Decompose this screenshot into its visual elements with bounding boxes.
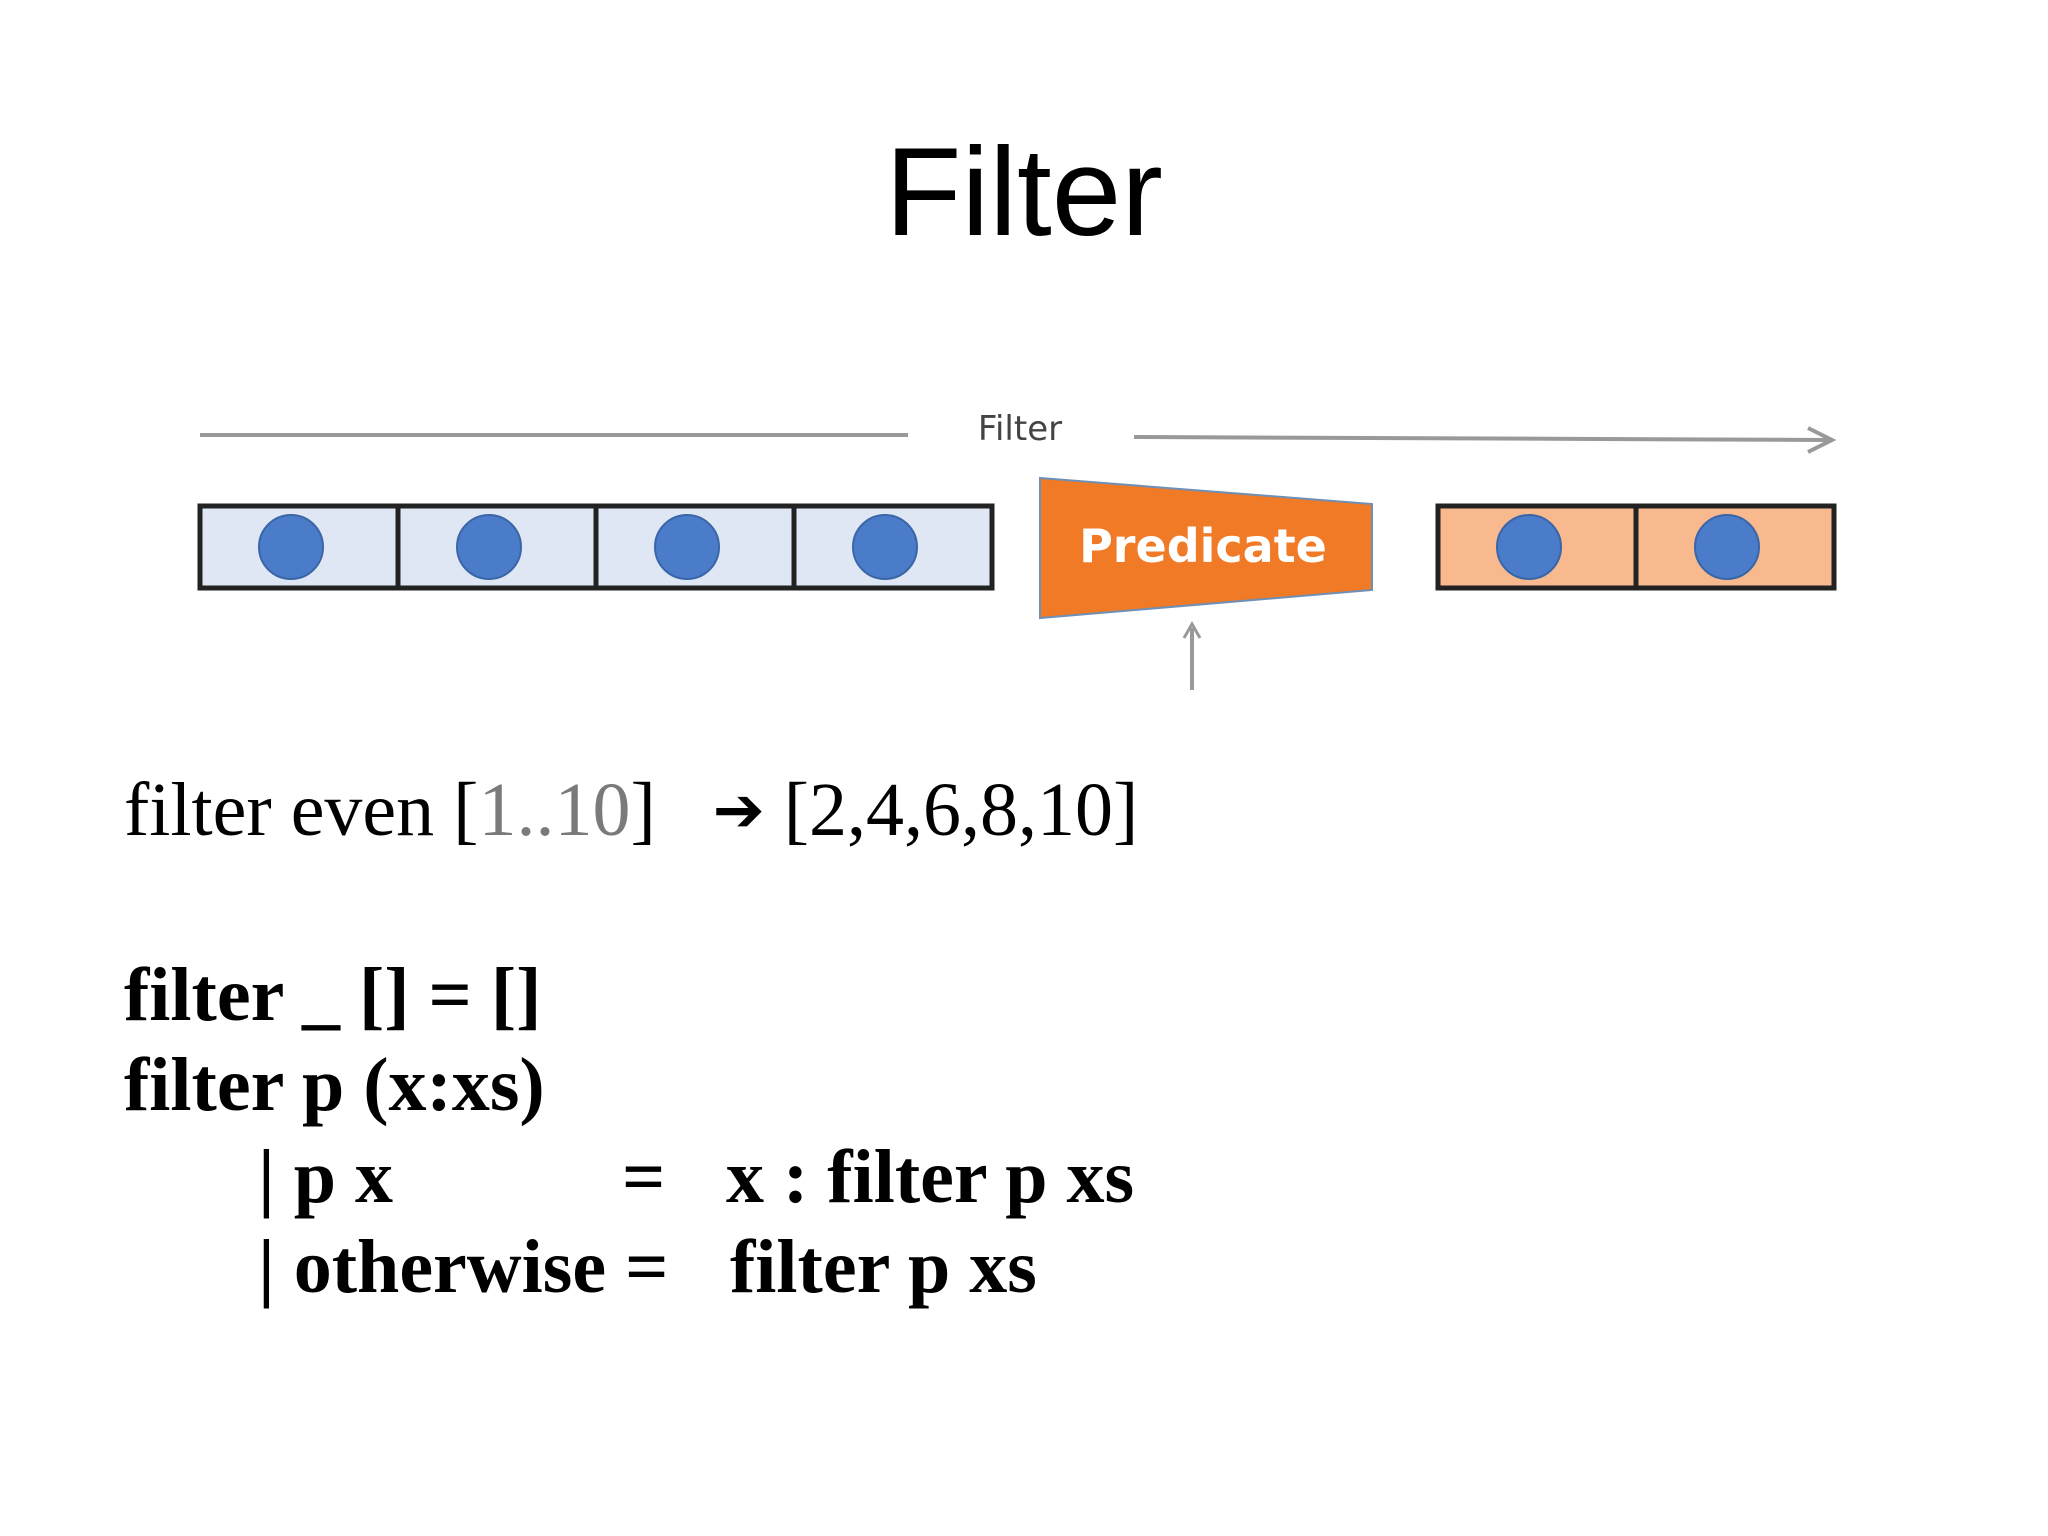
predicate-shape <box>1039 476 1373 620</box>
slide-title: Filter <box>885 123 1163 262</box>
example-line: filter even [1..10] ➔ [2,4,6,8,10] <box>124 765 1138 859</box>
code-guard1-equals: = <box>622 1135 666 1219</box>
flow-line-right <box>1133 435 1831 442</box>
code-guard1-condition: | p x <box>258 1135 394 1219</box>
input-list-ball <box>654 514 720 580</box>
output-list-ball <box>1694 514 1760 580</box>
output-list-ball <box>1496 514 1562 580</box>
code-guard2-condition: | otherwise = <box>258 1225 669 1309</box>
example-result: [2,4,6,8,10] <box>783 768 1139 852</box>
predicate-label: Predicate <box>1079 519 1327 573</box>
flow-arrowhead-icon <box>1807 426 1837 454</box>
example-prefix: filter even [ <box>124 768 479 852</box>
code-line-base-case: filter _ [] = [] <box>124 953 542 1037</box>
code-guard2-expression: filter p xs <box>730 1225 1037 1309</box>
input-list-ball <box>852 514 918 580</box>
input-list <box>197 503 995 591</box>
example-range: 1..10 <box>478 768 631 852</box>
code-guard1-expression: x : filter p xs <box>726 1135 1135 1219</box>
filter-label: Filter <box>978 409 1062 449</box>
input-list-ball <box>258 514 324 580</box>
input-list-ball <box>456 514 522 580</box>
predicate-input-arrowhead-icon <box>1182 620 1202 639</box>
result-arrow-icon: ➔ <box>712 773 765 846</box>
output-list <box>1435 503 1837 591</box>
example-suffix: ] <box>630 768 656 852</box>
code-line-recursive-head: filter p (x:xs) <box>124 1043 545 1127</box>
